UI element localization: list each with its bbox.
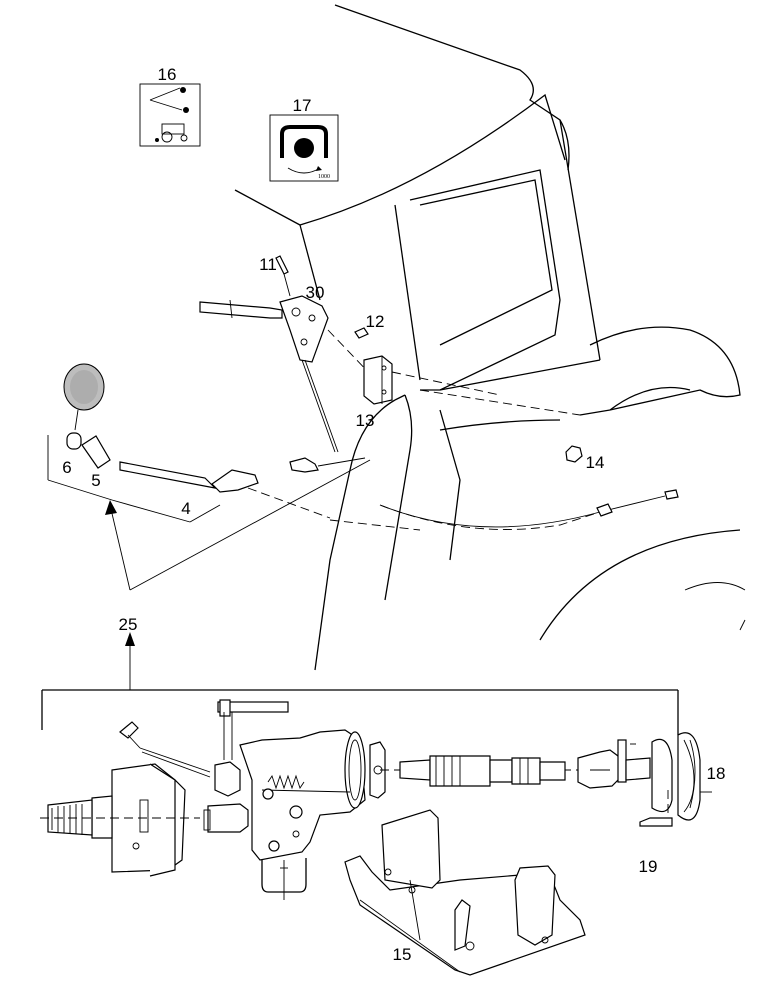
part-4-lever [119, 461, 217, 489]
part-5-knob [81, 435, 111, 469]
callout-13: 13 [356, 411, 375, 430]
lever-group [47, 363, 371, 591]
pto-gearbox [119, 699, 386, 900]
callout-19: 19 [639, 857, 658, 876]
part-14-nut [565, 445, 583, 463]
part-18-pulley [677, 732, 701, 821]
callout-18: 18 [707, 764, 726, 783]
assembly-bracket [41, 632, 679, 735]
callout-4: 4 [181, 499, 190, 518]
part-19-bolt [639, 817, 673, 827]
tractor-cab-outline [234, 4, 746, 671]
rear-housing [40, 763, 200, 877]
callout-30: 30 [306, 283, 325, 302]
pto-control-assembly [199, 255, 679, 528]
pto-shaft [380, 755, 650, 787]
decal-tractor-icon [149, 87, 189, 143]
callout-11: 11 [259, 255, 277, 274]
callout-12: 12 [366, 312, 385, 331]
pulley-assembly [577, 732, 712, 827]
decal-16 [139, 83, 201, 147]
callout-17: 17 [293, 96, 312, 115]
part-15-base-plate [344, 809, 586, 976]
callout-15: 15 [393, 945, 412, 964]
pto-speed-label: 1000 [318, 174, 330, 180]
callout-16: 16 [158, 65, 177, 84]
part-6-cap [66, 432, 82, 450]
callout-5: 5 [91, 471, 100, 490]
callout-25: 25 [119, 615, 138, 634]
callout-14: 14 [586, 453, 605, 472]
decal-17: 1000 [269, 114, 339, 182]
knob-foam-icon [63, 363, 105, 411]
callout-6: 6 [62, 458, 71, 477]
decal-pto-icon [280, 125, 328, 174]
